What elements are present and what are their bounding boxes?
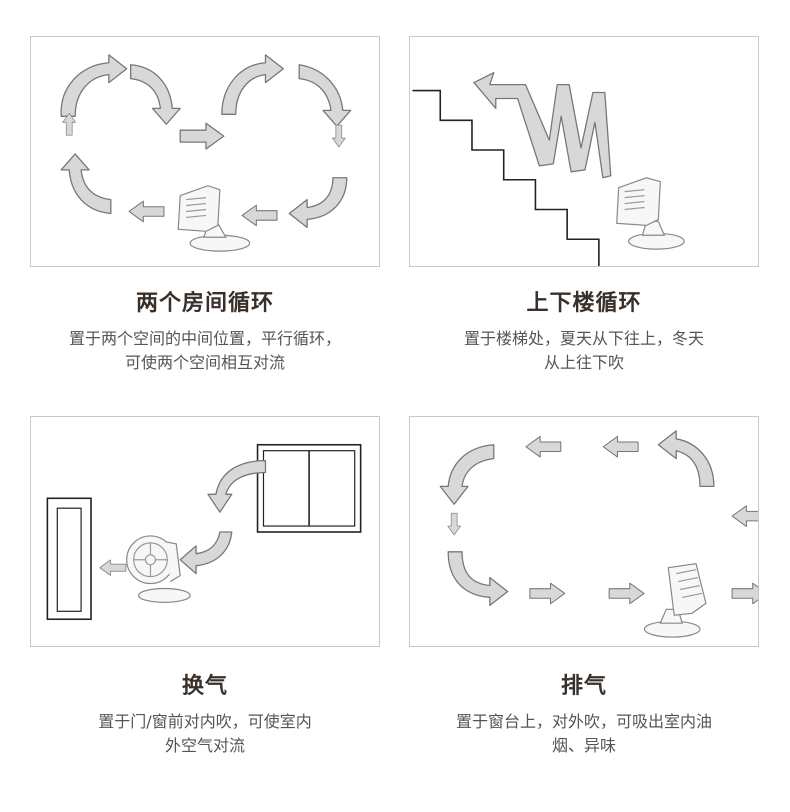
description-line: 烟、异味 [551,736,616,755]
arrow-left-icon [602,435,639,458]
panel-ventilation [30,416,380,647]
arrow-left-icon [731,505,758,527]
panel-exhaust [409,416,759,647]
curved-arrow-icon [657,430,715,488]
curved-arrow-icon [288,177,348,228]
curved-arrow-icon [447,551,509,606]
arrow-left-icon [99,559,127,576]
window [256,443,362,533]
description-line: 置于两个空间的中间位置，平行循环， [68,329,341,348]
door [46,497,92,621]
curved-arrow-icon [179,531,233,575]
fan-icon [177,185,251,252]
curved-arrow-icon [60,153,112,215]
ventilation-diagram [46,443,362,621]
description-line: 置于门/窗前对内吹，可使室内 [98,712,312,731]
curved-arrow-icon [298,64,352,127]
caption-stairs: 上下楼循环 置于楼梯处，夏天从下往上，冬天 从上往下吹 [399,285,769,375]
description-line: 可使两个空间相互对流 [124,353,285,372]
arrow-down-icon [447,512,461,536]
caption-exhaust: 排气 置于窗台上，对外吹，可吸出室内油 烟、异味 [399,668,769,758]
panel-stairs [409,36,759,267]
curved-arrow-icon [60,54,128,117]
arrow-left-icon [241,204,278,227]
arrow-left-icon [525,435,562,458]
panel-title: 换气 [181,674,228,699]
panel-description: 置于门/窗前对内吹，可使室内 外空气对流 [20,710,390,758]
arrow-right-icon [529,582,566,605]
caption-two-rooms: 两个房间循环 置于两个空间的中间位置，平行循环， 可使两个空间相互对流 [20,285,390,375]
curved-arrow-icon [439,444,495,505]
description-line: 置于楼梯处，夏天从下往上，冬天 [463,329,704,348]
panel-description: 置于楼梯处，夏天从下往上，冬天 从上往下吹 [399,327,769,375]
panel-title: 排气 [560,674,607,699]
exhaust-diagram [439,430,758,638]
panel-title: 两个房间循环 [135,291,274,316]
panel-description: 置于窗台上，对外吹，可吸出室内油 烟、异味 [399,710,769,758]
zigzag-arrow-icon [473,72,612,179]
description-line: 置于窗台上，对外吹，可吸出室内油 [455,712,712,731]
panel-description: 置于两个空间的中间位置，平行循环， 可使两个空间相互对流 [20,327,390,375]
arrow-down-icon [332,124,346,148]
panel-two-rooms [30,36,380,267]
fan-icon [616,177,685,250]
panel-title: 上下楼循环 [526,291,642,316]
caption-ventilation: 换气 置于门/窗前对内吹，可使室内 外空气对流 [20,668,390,758]
curved-arrow-icon [207,459,267,513]
arrow-right-icon [731,582,758,605]
description-line: 从上往下吹 [543,353,624,372]
staircase [412,89,600,266]
arrow-right-icon [179,122,225,150]
arrow-right-icon [608,582,645,605]
fan-icon [126,535,191,603]
description-line: 外空气对流 [164,736,245,755]
curved-arrow-icon [221,54,284,115]
two-rooms-diagram [60,54,352,252]
curved-arrow-icon [130,64,181,125]
stairs-diagram [412,72,685,266]
arrow-left-icon [128,200,165,223]
fan-icon [643,563,707,638]
